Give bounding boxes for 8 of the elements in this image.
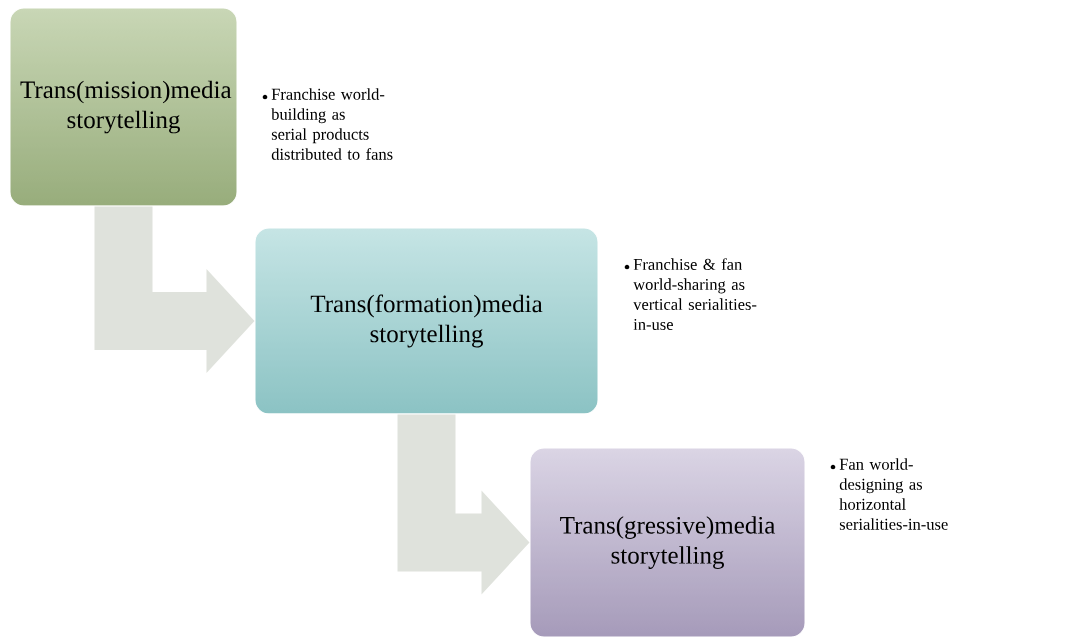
process-box: Trans(mission)media storytelling	[9, 7, 238, 207]
bullet-text: Franchise world-building as serial products distributed to fans	[262, 88, 393, 160]
bullet-text: Franchise & fan world-sharing as vertical serialities-in-use	[624, 258, 757, 330]
bent-arrow	[397, 414, 530, 595]
process-box: Trans(formation)media storytelling	[254, 227, 599, 415]
process-box: Trans(gressive)media storytelling	[529, 447, 806, 638]
bent-arrow	[94, 206, 255, 373]
bullet-text: Fan world-designing as horizontal serialities-in-use	[830, 458, 948, 530]
